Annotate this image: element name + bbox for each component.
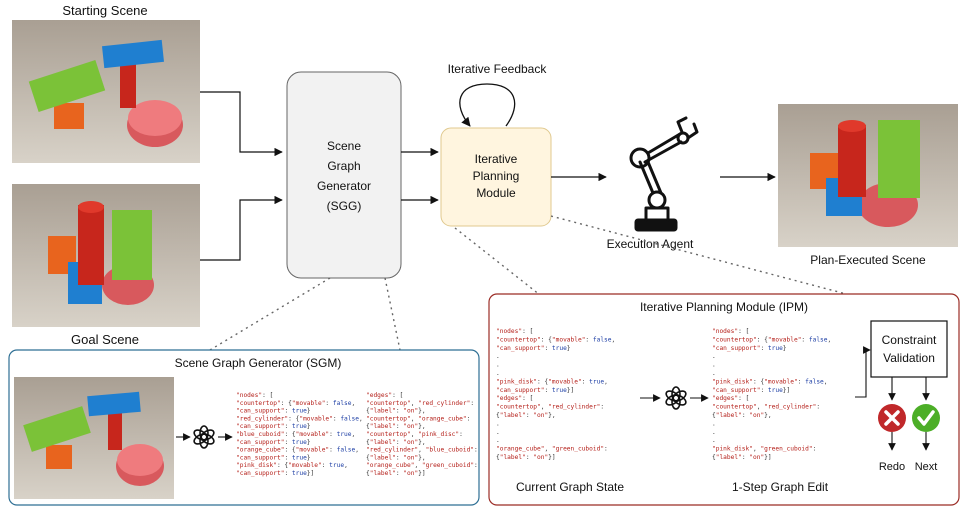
- code-line: "orange_cube", "green_cuboid":: [496, 446, 608, 453]
- code-line: .: [496, 362, 500, 369]
- check-icon: [912, 404, 940, 432]
- code-line: "nodes": [: [712, 328, 749, 335]
- ipm-line-1: Iterative: [475, 152, 518, 166]
- code-line: .: [712, 370, 716, 377]
- code-line: {"label": "on"},: [496, 412, 556, 419]
- code-line: .: [712, 437, 716, 444]
- code-line: "can_support": true}]: [496, 387, 574, 394]
- code-line: "orange_cube", "green_cuboid":: [366, 462, 478, 469]
- sgg-to-ipm-arrows: [401, 147, 439, 205]
- next-label: Next: [915, 461, 938, 473]
- code-line: {"label": "on"},: [366, 408, 426, 415]
- sgg-line-4: (SGG): [327, 199, 362, 213]
- starting-scene-label: Starting Scene: [62, 3, 147, 18]
- redo-label: Redo: [879, 461, 905, 473]
- one-step-graph-edit-label: 1-Step Graph Edit: [732, 480, 829, 494]
- code-line: "nodes": [: [236, 392, 273, 399]
- code-line: .: [496, 429, 500, 436]
- code-line: .: [712, 353, 716, 360]
- code-line: "countertop", "red_cylinder":: [496, 404, 604, 411]
- sgm-panel-title: Scene Graph Generator (SGM): [175, 356, 342, 370]
- robot-arm-icon: [629, 116, 699, 232]
- code-line: "countertop": {"movable": false,: [496, 336, 615, 343]
- feedback-label: Iterative Feedback: [448, 62, 548, 76]
- feedback-loop-arrow: [459, 83, 516, 127]
- code-line: "countertop", "orange_cube":: [366, 415, 470, 422]
- sgm-edges-code: "edges": [ "countertop", "red_cylinder":…: [366, 392, 478, 477]
- code-line: {"label": "on"},: [366, 439, 426, 446]
- code-line: "pink_disk": {"movable": false,: [712, 378, 828, 385]
- code-line: "countertop", "red_cylinder":: [712, 404, 820, 411]
- code-line: .: [712, 429, 716, 436]
- code-line: .: [496, 353, 500, 360]
- sgg-box: [286, 71, 402, 279]
- sgm-nodes-code: "nodes": [ "countertop": {"movable": fal…: [236, 392, 363, 477]
- cross-icon: [878, 404, 906, 432]
- ipm-edit-code: "nodes": [ "countertop": {"movable": fal…: [712, 328, 831, 461]
- goal-scene-photo: [12, 184, 200, 327]
- execution-agent-label: Execution Agent: [607, 237, 694, 251]
- code-line: "countertop", "pink_disc":: [366, 431, 463, 438]
- ipm-panel: [488, 293, 960, 506]
- code-line: "can_support": true}: [496, 345, 571, 352]
- code-line: "can_support": true}: [712, 345, 787, 352]
- code-line: "pink_disk", "green_cuboid":: [712, 446, 816, 453]
- ipm-panel-title: Iterative Planning Module (IPM): [640, 300, 808, 314]
- starting-scene-photo: [12, 20, 200, 163]
- code-line: "countertop": {"movable": false,: [712, 336, 831, 343]
- callout-dotted-lines: [209, 215, 851, 351]
- code-line: "edges": [: [366, 392, 403, 399]
- code-line: "can_support": true}]: [712, 387, 790, 394]
- code-line: "pink_disk": {"movable": true,: [236, 462, 348, 469]
- code-line: "countertop": {"movable": false,: [236, 400, 355, 407]
- code-line: "blue_cuboid": {"movable": true,: [236, 431, 355, 438]
- code-line: "can_support": true}: [236, 408, 311, 415]
- ipm-current-code: "nodes": [ "countertop": {"movable": fal…: [496, 328, 615, 461]
- code-line: "can_support": true}: [236, 439, 311, 446]
- code-line: .: [496, 420, 500, 427]
- code-line: "edges": [: [496, 395, 533, 402]
- code-line: .: [496, 437, 500, 444]
- current-graph-state-label: Current Graph State: [516, 480, 624, 494]
- code-line: "can_support": true}: [236, 454, 311, 461]
- constraint-line-1: Constraint: [882, 333, 937, 347]
- photo-to-sgg-arrows: [200, 91, 283, 261]
- code-line: "pink_disk": {"movable": true,: [496, 378, 608, 385]
- plan-executed-label: Plan-Executed Scene: [810, 253, 926, 267]
- sgg-line-2: Graph: [327, 159, 360, 173]
- code-line: {"label": "on"}]: [496, 454, 556, 461]
- code-line: {"label": "on"},: [366, 423, 426, 430]
- code-line: {"label": "on"}]: [712, 454, 772, 461]
- code-line: {"label": "on"},: [712, 412, 772, 419]
- code-line: "red_cylinder", "blue_cuboid":: [366, 447, 478, 454]
- code-line: .: [712, 420, 716, 427]
- code-line: {"label": "on"}]: [366, 470, 426, 477]
- code-line: "edges": [: [712, 395, 749, 402]
- constraint-validation-box: [870, 320, 948, 378]
- code-line: "can_support": true}: [236, 423, 311, 430]
- code-line: "red_cylinder": {"movable": false,: [236, 415, 363, 422]
- ipm-line-2: Planning: [473, 169, 520, 183]
- goal-scene-label: Goal Scene: [71, 332, 139, 347]
- constraint-line-2: Validation: [883, 351, 935, 365]
- sgg-line-3: Generator: [317, 179, 371, 193]
- sgm-scene-photo: [14, 377, 174, 499]
- ipm-line-3: Module: [476, 186, 516, 200]
- plan-executed-scene-photo: [778, 104, 958, 247]
- code-line: "orange_cube": {"movable": false,: [236, 447, 359, 454]
- code-line: "can_support": true}]: [236, 470, 314, 477]
- code-line: {"label": "on"},: [366, 454, 426, 461]
- edit-to-constraint-arrow: [855, 346, 871, 398]
- code-line: "countertop", "red_cylinder":: [366, 400, 474, 407]
- code-line: "nodes": [: [496, 328, 533, 335]
- code-line: .: [496, 370, 500, 377]
- sgg-line-1: Scene: [327, 139, 361, 153]
- code-line: .: [712, 362, 716, 369]
